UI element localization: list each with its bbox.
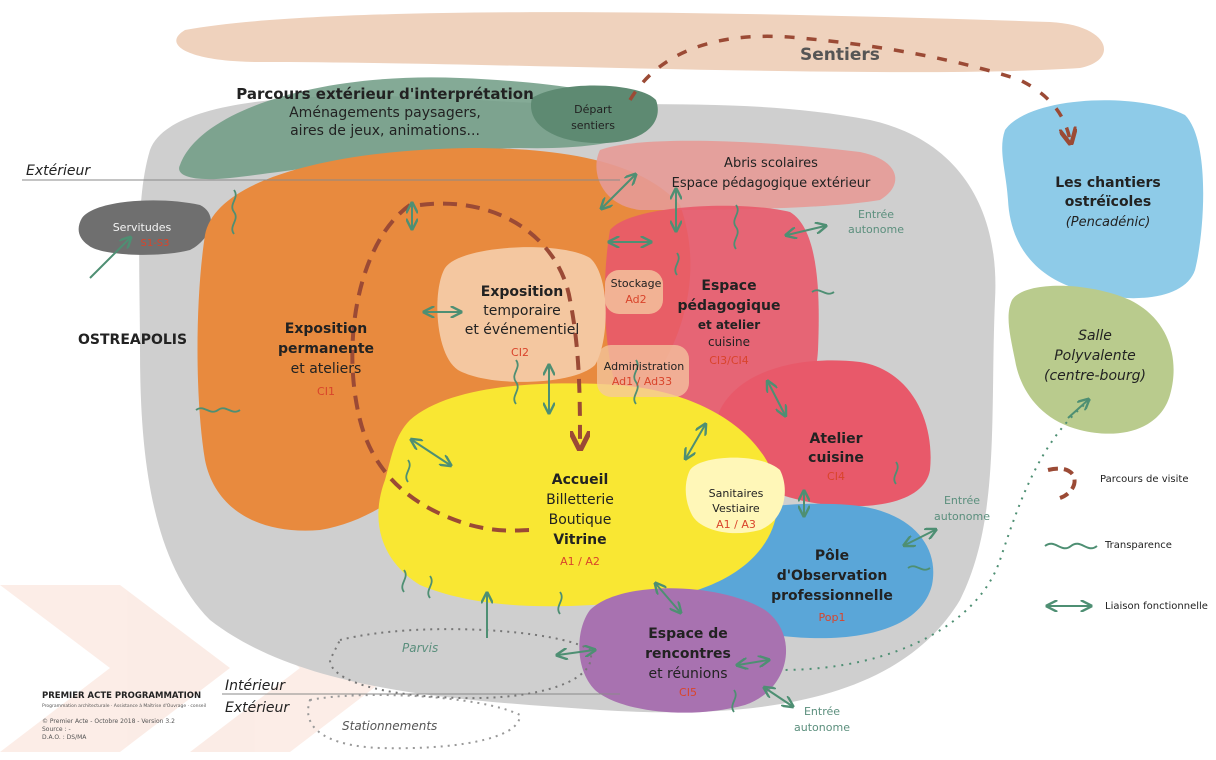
- espace-peda-line2: pédagogique: [678, 298, 781, 314]
- accueil-zone: [378, 383, 778, 607]
- sentiers-band: [176, 12, 1104, 73]
- espace-renc-line2: rencontres: [645, 646, 731, 662]
- parvis-label: Parvis: [402, 641, 438, 655]
- pole-line2: d'Observation: [777, 568, 888, 584]
- pole-line1: Pôle: [815, 548, 849, 564]
- espace-peda-code: CI3/CI4: [709, 354, 749, 367]
- salle-line1: Salle: [1078, 328, 1112, 344]
- entree-3-line1: Entrée: [804, 705, 840, 718]
- salle-dotted-link: [779, 399, 1091, 671]
- accueil-line4: Vitrine: [553, 532, 606, 548]
- atelier-line1: Atelier: [809, 431, 862, 447]
- expo-temp-code: CI2: [511, 346, 529, 359]
- servitudes-label: Servitudes: [113, 221, 172, 234]
- servitudes-code: S1-S3: [140, 238, 169, 249]
- espace-peda-line3: et atelier: [698, 318, 760, 332]
- transparence-squiggles: [195, 189, 931, 713]
- parcours-line1: Aménagements paysagers,: [289, 105, 481, 121]
- expo-perm-line2: permanente: [278, 341, 374, 357]
- depart-sentiers-zone: [530, 85, 658, 144]
- pole-code: Pop1: [819, 611, 846, 624]
- sanitaires-line1: Sanitaires: [709, 487, 764, 500]
- stockage-code: Ad2: [625, 293, 646, 306]
- expo-temporaire-zone: [437, 247, 606, 382]
- parcours-visite-path: [350, 203, 531, 533]
- servitudes-zone: [78, 200, 211, 255]
- chantiers-zone: [1002, 100, 1204, 299]
- brand-tagline: Programmation architecturale · Assistanc…: [42, 702, 206, 709]
- chantiers-line3: (Pencadénic): [1066, 215, 1151, 230]
- legend-transparence-icon: [1044, 542, 1098, 550]
- accueil-line2: Billetterie: [546, 492, 614, 508]
- espace-renc-line3: et réunions: [649, 666, 728, 682]
- atelier-code: CI4: [827, 470, 845, 483]
- expo-perm-line3: et ateliers: [291, 361, 362, 377]
- salle-line3: (centre-bourg): [1044, 368, 1146, 384]
- admin-label: Administration: [604, 360, 685, 373]
- stationnements-dotted: [307, 694, 522, 750]
- depart-line1: Départ: [574, 103, 612, 116]
- parcours-line2: aires de jeux, animations...: [290, 123, 480, 139]
- brand-logo: PREMIER ACTE PROGRAMMATION: [42, 691, 201, 701]
- accueil-line3: Boutique: [549, 512, 612, 528]
- abris-line2: Espace pédagogique extérieur: [672, 176, 871, 191]
- credits-line1: © Premier Acte - Octobre 2018 - Version …: [42, 718, 175, 725]
- espace-peda-line1: Espace: [701, 278, 756, 294]
- legend-parcours-icon: [1047, 466, 1077, 500]
- sanitaires-line2: Vestiaire: [712, 502, 760, 515]
- exterieur-bottom-label: Extérieur: [225, 700, 290, 716]
- parcours-visite-path-2: [419, 201, 580, 445]
- parcours-title: Parcours extérieur d'interprétation: [236, 85, 534, 103]
- legend-parcours-label: Parcours de visite: [1100, 474, 1189, 485]
- pole-line3: professionnelle: [771, 588, 893, 604]
- chantiers-line1: Les chantiers: [1055, 175, 1161, 191]
- stockage-label: Stockage: [611, 277, 662, 290]
- parvis-dotted: [328, 628, 593, 700]
- accueil-code: A1 / A2: [560, 555, 600, 568]
- chantiers-line2: ostréïcoles: [1065, 194, 1151, 210]
- espace-rencontres-zone: [579, 588, 787, 713]
- entree-1-line1: Entrée: [858, 208, 894, 221]
- interieur-label: Intérieur: [225, 678, 286, 694]
- expo-perm-code: CI1: [317, 385, 335, 398]
- credits-block: PREMIER ACTE PROGRAMMATION Programmation…: [42, 691, 206, 741]
- ostreapolis-label: OSTREAPOLIS: [78, 332, 187, 348]
- entree-1-line2: autonome: [848, 223, 904, 236]
- stationnements-label: Stationnements: [342, 719, 437, 733]
- credits-line2: Source : -: [42, 726, 71, 733]
- sentiers-path: [628, 34, 1070, 140]
- legend-transparence-label: Transparence: [1104, 540, 1172, 551]
- abris-line1: Abris scolaires: [724, 156, 818, 171]
- expo-temp-line2: temporaire: [483, 303, 560, 319]
- stockage-zone: [605, 270, 663, 314]
- liaison-arrows: [89, 175, 1088, 706]
- salle-line2: Polyvalente: [1054, 348, 1136, 364]
- legend: Parcours de visite Transparence Liaison …: [1044, 466, 1208, 612]
- sentiers-label: Sentiers: [800, 45, 880, 65]
- exterieur-top-label: Extérieur: [26, 163, 91, 179]
- sanitaires-zone: [685, 457, 785, 534]
- expo-temp-line3: et événementiel: [465, 322, 580, 338]
- depart-line2: sentiers: [571, 119, 615, 132]
- credits-line3: D.A.O. : DS/MA: [42, 734, 87, 741]
- expo-temp-line1: Exposition: [481, 284, 563, 300]
- sanitaires-code: A1 / A3: [716, 518, 756, 531]
- expo-perm-line1: Exposition: [285, 321, 367, 337]
- espace-peda-line4: cuisine: [708, 335, 750, 349]
- accueil-line1: Accueil: [552, 472, 609, 488]
- entree-2-line2: autonome: [934, 510, 990, 523]
- espace-renc-code: CI5: [679, 686, 697, 699]
- administration-zone: [597, 345, 689, 397]
- admin-code: Ad1 / Ad33: [612, 375, 672, 388]
- legend-liaison-label: Liaison fonctionnelle: [1105, 601, 1208, 612]
- espace-renc-line1: Espace de: [648, 626, 728, 642]
- entree-3-line2: autonome: [794, 721, 850, 734]
- atelier-line2: cuisine: [808, 450, 864, 466]
- salle-zone: [1008, 285, 1174, 434]
- entree-2-line1: Entrée: [944, 494, 980, 507]
